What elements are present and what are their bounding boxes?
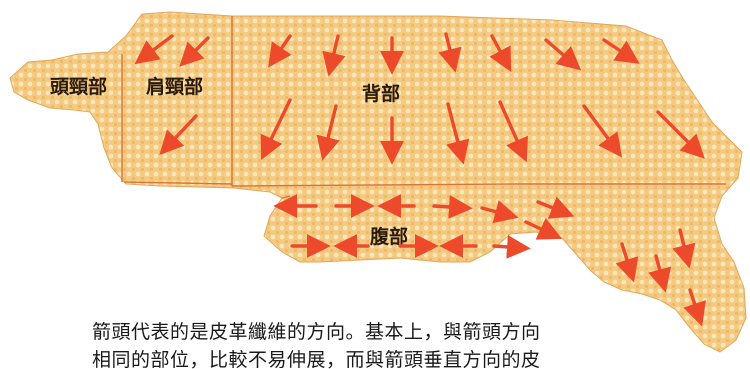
fiber-arrow xyxy=(489,34,512,72)
fiber-arrow xyxy=(432,195,473,219)
fiber-arrow xyxy=(492,234,531,259)
region-dividers xyxy=(121,16,726,199)
fiber-arrow xyxy=(656,110,705,159)
caption-line-2: 相同的部位，比較不易伸展，而與箭頭垂直方向的皮 xyxy=(92,349,541,369)
fiber-arrow xyxy=(536,196,575,219)
fiber-arrow xyxy=(446,102,470,165)
label-shoulder: 肩頸部 xyxy=(146,75,203,98)
fiber-arrow xyxy=(438,32,462,73)
fiber-arrow xyxy=(480,200,519,224)
fiber-arrow xyxy=(322,34,346,77)
fiber-arrow xyxy=(134,34,174,65)
label-back: 背部 xyxy=(362,82,400,105)
label-belly: 腹部 xyxy=(369,225,408,248)
fiber-arrow xyxy=(316,104,340,161)
fiber-arrow xyxy=(498,100,528,163)
caption-line-1: 箭頭代表的是皮革纖維的方向。基本上，與箭頭方向 xyxy=(92,321,541,343)
fiber-arrow xyxy=(524,218,563,240)
fiber-arrow xyxy=(544,38,582,71)
fiber-arrow xyxy=(179,36,210,67)
fiber-arrow xyxy=(648,254,672,293)
fiber-arrow xyxy=(582,104,623,158)
fiber-arrow xyxy=(672,228,696,269)
label-head-neck: 頭頸部 xyxy=(50,75,107,98)
hide-shape xyxy=(9,11,747,353)
fiber-arrow xyxy=(683,288,706,327)
fiber-arrow xyxy=(159,114,198,155)
fiber-arrow xyxy=(260,98,292,161)
fiber-arrow xyxy=(268,34,292,68)
fiber-arrow xyxy=(615,242,639,283)
fiber-arrows xyxy=(134,32,706,327)
fiber-arrow xyxy=(602,38,640,64)
